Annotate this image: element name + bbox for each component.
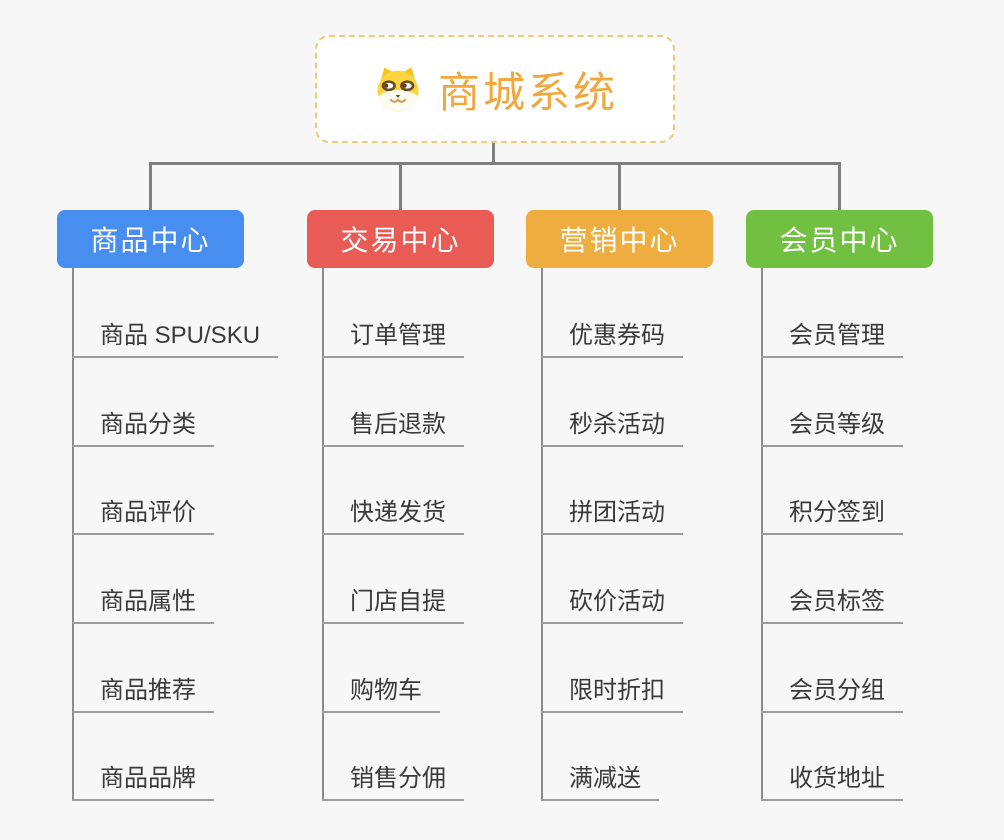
leaf-node[interactable]: 商品 SPU/SKU xyxy=(72,320,279,358)
leaf-node[interactable]: 售后退款 xyxy=(322,409,464,447)
connector-bus xyxy=(149,162,841,165)
leaf-node[interactable]: 快递发货 xyxy=(322,497,464,535)
leaf-node[interactable]: 商品评价 xyxy=(72,497,214,535)
leaf-node[interactable]: 商品推荐 xyxy=(72,675,214,713)
leaf-node[interactable]: 积分签到 xyxy=(761,497,903,535)
branch-member-center: 会员中心会员管理会员等级积分签到会员标签会员分组收货地址 xyxy=(746,0,996,840)
connector-drop-product-center xyxy=(149,162,152,211)
leaf-node[interactable]: 满减送 xyxy=(541,763,659,801)
branch-header-trade-center[interactable]: 交易中心 xyxy=(307,210,494,268)
branch-header-marketing-center[interactable]: 营销中心 xyxy=(526,210,713,268)
branch-marketing-center: 营销中心优惠券码秒杀活动拼团活动砍价活动限时折扣满减送 xyxy=(526,0,776,840)
leaf-node[interactable]: 优惠券码 xyxy=(541,320,683,358)
root-title: 商城系统 xyxy=(437,68,618,116)
leaf-node[interactable]: 砍价活动 xyxy=(541,586,683,624)
root-node[interactable]: 商城系统 xyxy=(315,35,675,143)
leaf-node[interactable]: 会员管理 xyxy=(761,320,903,358)
branch-header-member-center[interactable]: 会员中心 xyxy=(746,210,933,268)
leaf-node[interactable]: 商品品牌 xyxy=(72,763,214,801)
leaf-node[interactable]: 商品属性 xyxy=(72,586,214,624)
leaf-node[interactable]: 会员标签 xyxy=(761,586,903,624)
branch-header-product-center[interactable]: 商品中心 xyxy=(57,210,244,268)
connector-root-stub xyxy=(492,143,495,164)
leaf-node[interactable]: 购物车 xyxy=(322,675,440,713)
leaf-node[interactable]: 会员等级 xyxy=(761,409,903,447)
leaf-node[interactable]: 拼团活动 xyxy=(541,497,683,535)
leaf-node[interactable]: 限时折扣 xyxy=(541,675,683,713)
branch-trade-center: 交易中心订单管理售后退款快递发货门店自提购物车销售分佣 xyxy=(307,0,557,840)
connector-drop-trade-center xyxy=(399,162,402,211)
shiba-dog-icon xyxy=(377,67,419,112)
leaf-node[interactable]: 收货地址 xyxy=(761,763,903,801)
connector-drop-member-center xyxy=(838,162,841,211)
leaf-node[interactable]: 商品分类 xyxy=(72,409,214,447)
leaf-node[interactable]: 订单管理 xyxy=(322,320,464,358)
leaf-node[interactable]: 销售分佣 xyxy=(322,763,464,801)
connector-drop-marketing-center xyxy=(618,162,621,211)
leaf-node[interactable]: 会员分组 xyxy=(761,675,903,713)
branch-product-center: 商品中心商品 SPU/SKU 商品分类商品评价商品属性商品推荐商品品牌 xyxy=(57,0,307,840)
leaf-node[interactable]: 秒杀活动 xyxy=(541,409,683,447)
leaf-node[interactable]: 门店自提 xyxy=(322,586,464,624)
